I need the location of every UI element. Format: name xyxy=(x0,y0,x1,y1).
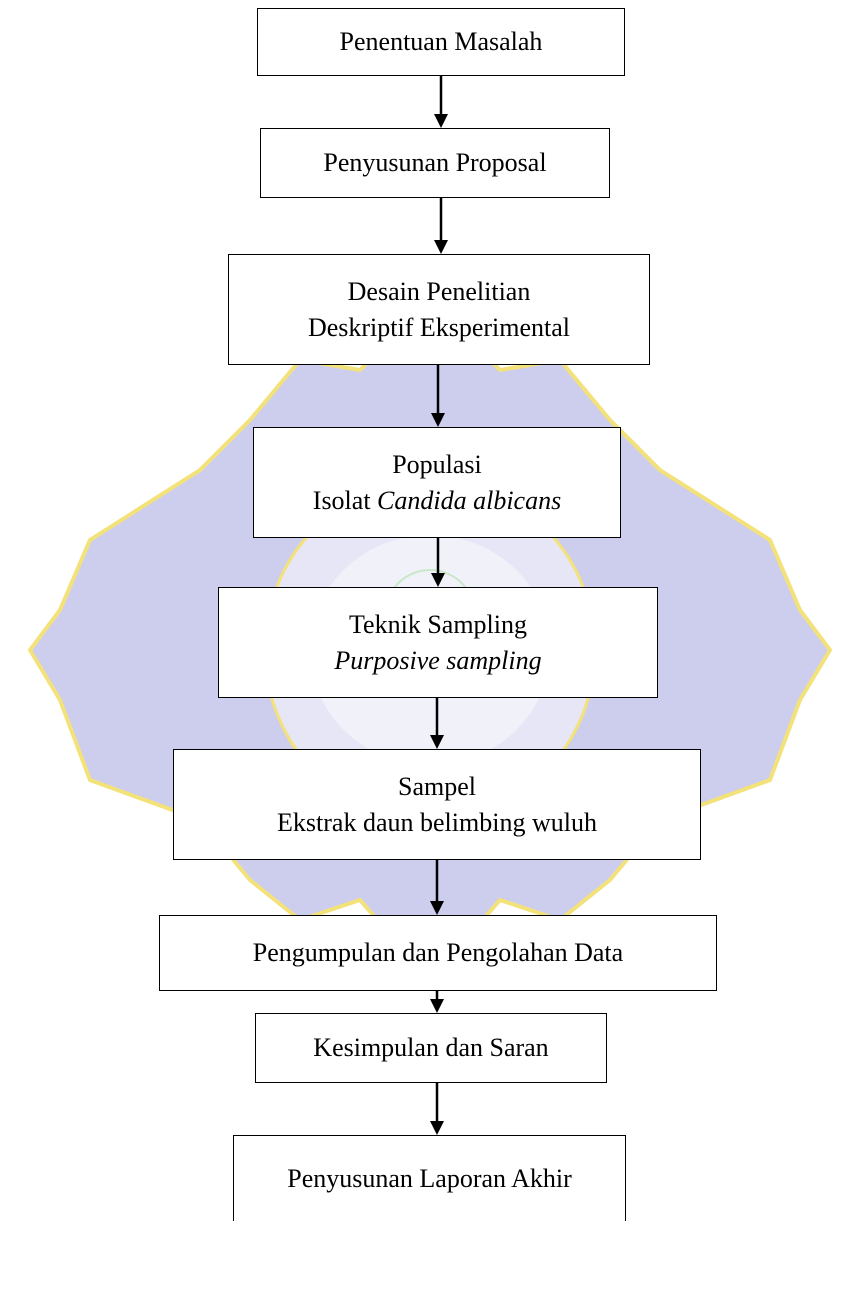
step-line-prefix: Isolat xyxy=(312,485,378,515)
step-line: Desain Penelitian xyxy=(347,276,531,306)
arrow-head xyxy=(430,735,444,749)
step-penentuan-masalah: Penentuan Masalah xyxy=(257,8,625,76)
arrow-head xyxy=(434,240,448,254)
step-line: Deskriptif Eksperimental xyxy=(307,312,571,342)
step-line: Ekstrak daun belimbing wuluh xyxy=(277,807,597,837)
step-line: Penyusunan Laporan Akhir xyxy=(287,1163,572,1193)
step-line: Purposive sampling xyxy=(334,643,541,679)
step-penyusunan-laporan: Penyusunan Laporan Akhir xyxy=(233,1135,626,1221)
step-line: Penentuan Masalah xyxy=(339,27,543,56)
step-kesimpulan-saran: Kesimpulan dan Saran xyxy=(255,1013,607,1083)
step-line: Pengumpulan dan Pengolahan Data xyxy=(252,938,624,967)
arrow-head xyxy=(431,413,445,427)
arrow-head xyxy=(430,1121,444,1135)
step-pengumpulan-data: Pengumpulan dan Pengolahan Data xyxy=(159,915,717,991)
step-line: Isolat Candida albicans xyxy=(313,483,561,519)
arrow-head xyxy=(434,114,448,128)
step-line-italic: Candida albicans xyxy=(377,485,562,515)
step-line: Populasi xyxy=(392,449,482,479)
step-line: Kesimpulan dan Saran xyxy=(313,1033,549,1062)
step-penyusunan-proposal: Penyusunan Proposal xyxy=(260,128,610,198)
step-line: Teknik Sampling xyxy=(348,609,527,639)
arrow-head xyxy=(430,901,444,915)
arrow-head xyxy=(430,999,444,1013)
step-line-italic: Purposive sampling xyxy=(334,645,542,675)
step-line: Sampel xyxy=(398,771,476,801)
step-line: Penyusunan Proposal xyxy=(323,148,547,177)
arrow-head xyxy=(431,573,445,587)
